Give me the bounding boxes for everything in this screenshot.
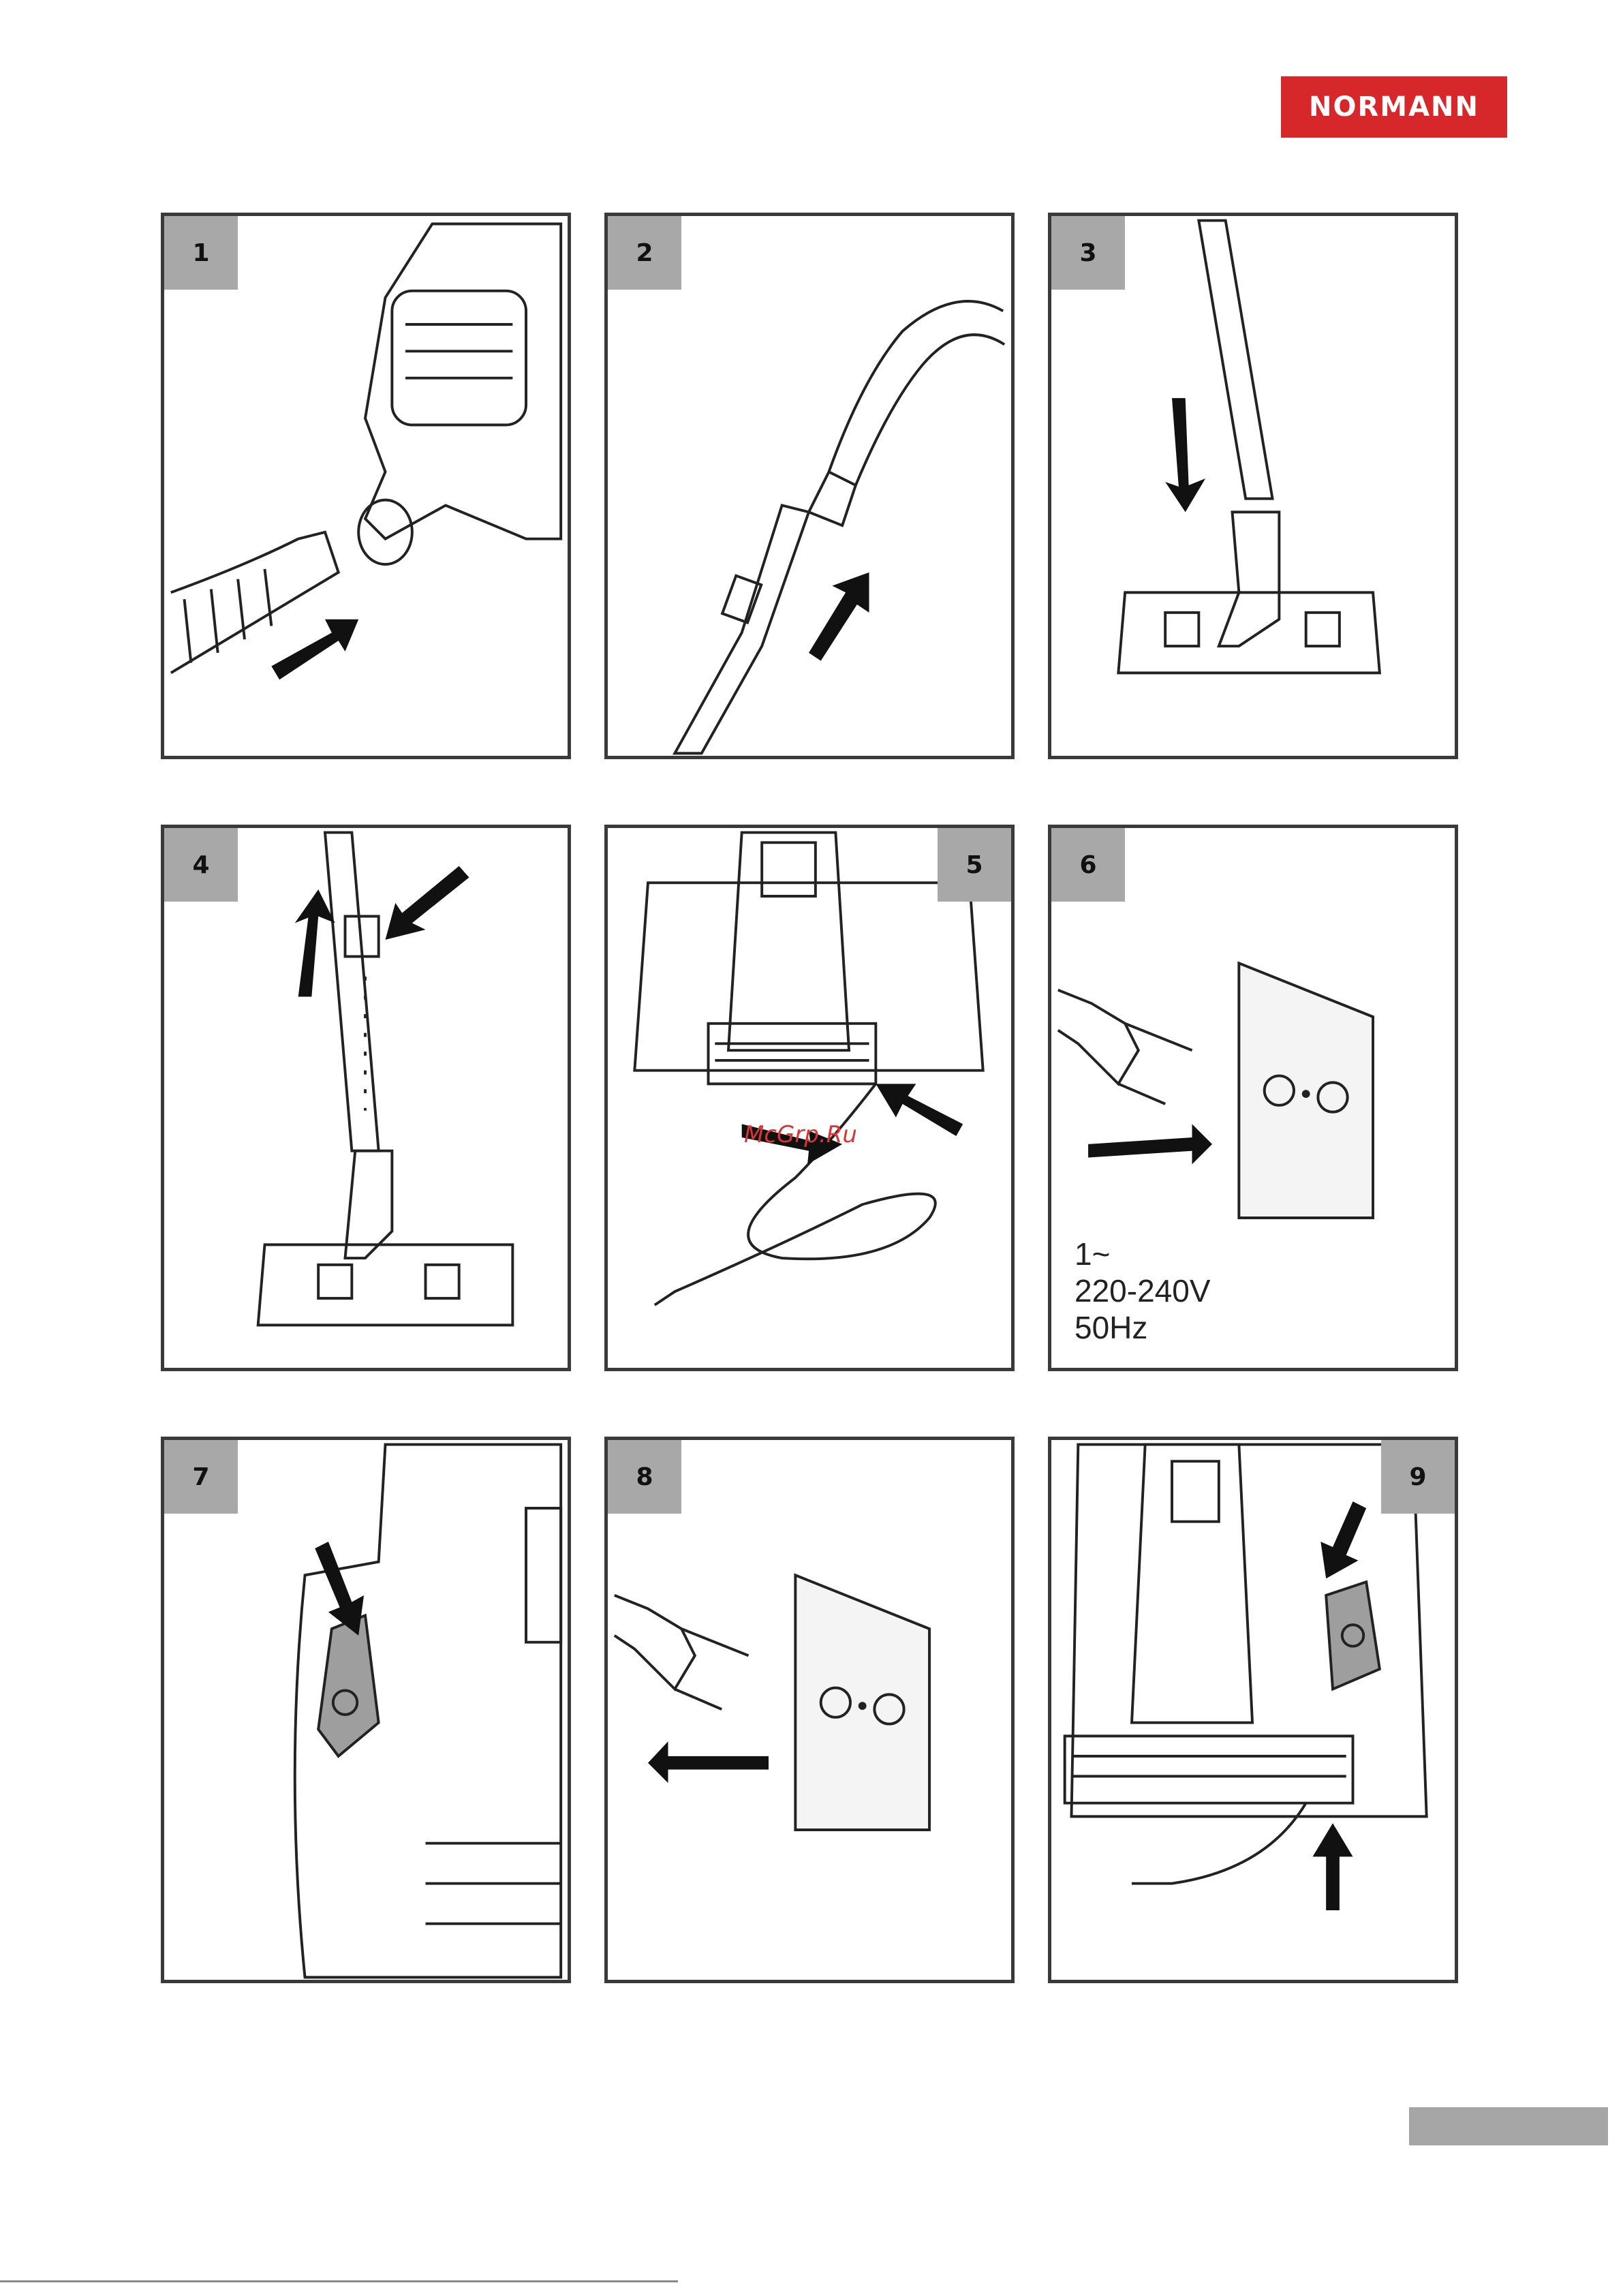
step-panel-6: 6 1~ 220-240V 50Hz <box>1048 825 1458 1371</box>
page-tab <box>1409 2107 1608 2145</box>
arrow-icon <box>1165 398 1205 512</box>
hose-to-body-illustration <box>164 216 568 756</box>
power-phase: 1~ <box>1075 1236 1211 1272</box>
power-frequency: 50Hz <box>1075 1309 1211 1346</box>
step-number: 4 <box>164 828 238 902</box>
arrow-icon <box>295 889 335 996</box>
arrow-icon <box>271 619 358 680</box>
tube-length-illustration <box>164 828 568 1368</box>
unplug-illustration <box>608 1440 1011 1980</box>
normann-logo: NORMANN <box>1281 76 1507 138</box>
cord-pull-illustration <box>608 828 1011 1368</box>
step-panel-7: 7 <box>161 1437 571 1983</box>
step-panel-1: 1 <box>161 213 571 759</box>
arrow-icon <box>648 1741 769 1783</box>
step-number: 3 <box>1051 216 1125 290</box>
watermark: McGrp.Ru <box>744 1121 857 1148</box>
step-number: 8 <box>608 1440 681 1514</box>
arrow-icon <box>1313 1823 1353 1910</box>
step-panel-5: 5 McGrp.Ru <box>604 825 1015 1371</box>
step-panel-8: 8 <box>604 1437 1015 1983</box>
step-panel-9: 9 <box>1048 1437 1458 1983</box>
arrow-icon <box>386 866 469 940</box>
step-number: 5 <box>938 828 1011 902</box>
arrow-icon <box>1320 1501 1366 1578</box>
step-number: 1 <box>164 216 238 290</box>
step-number: 9 <box>1381 1440 1455 1514</box>
step-panel-2: 2 <box>604 213 1015 759</box>
footer-rule <box>0 2280 678 2282</box>
step-number: 6 <box>1051 828 1125 902</box>
hose-to-tube-illustration <box>608 216 1011 756</box>
step-number: 7 <box>164 1440 238 1514</box>
power-voltage: 220-240V <box>1075 1272 1211 1309</box>
power-button-illustration <box>164 1440 568 1980</box>
power-spec: 1~ 220-240V 50Hz <box>1075 1236 1211 1346</box>
cord-rewind-illustration <box>1051 1440 1455 1980</box>
floor-brush-illustration <box>1051 216 1455 756</box>
step-panel-4: 4 <box>161 825 571 1371</box>
step-number: 2 <box>608 216 681 290</box>
arrow-icon <box>1088 1124 1212 1164</box>
arrow-icon <box>876 1084 963 1136</box>
arrow-icon <box>809 572 869 661</box>
arrow-icon <box>315 1542 364 1636</box>
step-panel-3: 3 <box>1048 213 1458 759</box>
